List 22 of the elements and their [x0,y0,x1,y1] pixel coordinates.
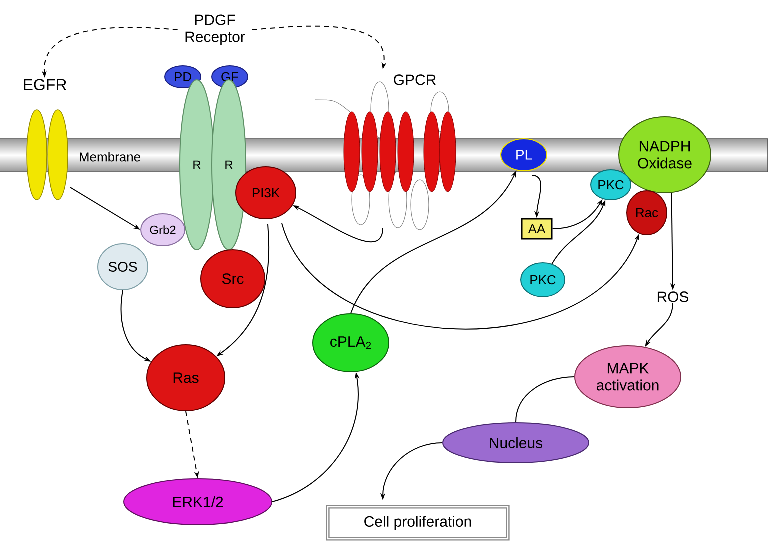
protein-oval: SOS [98,244,148,290]
receptor-label: PDGF Receptor [186,14,246,46]
protein-oval: PI3K [236,166,296,220]
protein-oval: PL [500,138,548,172]
protein-oval: Src [200,249,266,308]
protein-oval: Ras [146,344,226,412]
arrow [282,222,640,330]
process-oval: MAPK activation [574,346,682,408]
membrane-label: Membrane [80,152,140,162]
molecule-label: ROS [658,292,689,302]
nucleus-oval: Nucleus [442,422,590,464]
protein-oval: PKC [520,262,566,298]
outcome-box: Cell proliferation [326,505,510,541]
connector-line [516,376,575,423]
kinase-oval: ERK1/2 [124,478,272,526]
receptor-label: GPCR [394,74,436,86]
enzyme-oval: cPLA$_{2}$ [312,313,390,372]
protein-oval: PKC [590,169,632,200]
protein-oval: Rac [626,190,668,236]
molecule-box: AA [521,218,553,240]
receptor-label: EGFR [24,79,66,91]
protein-oval: Grb2 [140,214,186,246]
